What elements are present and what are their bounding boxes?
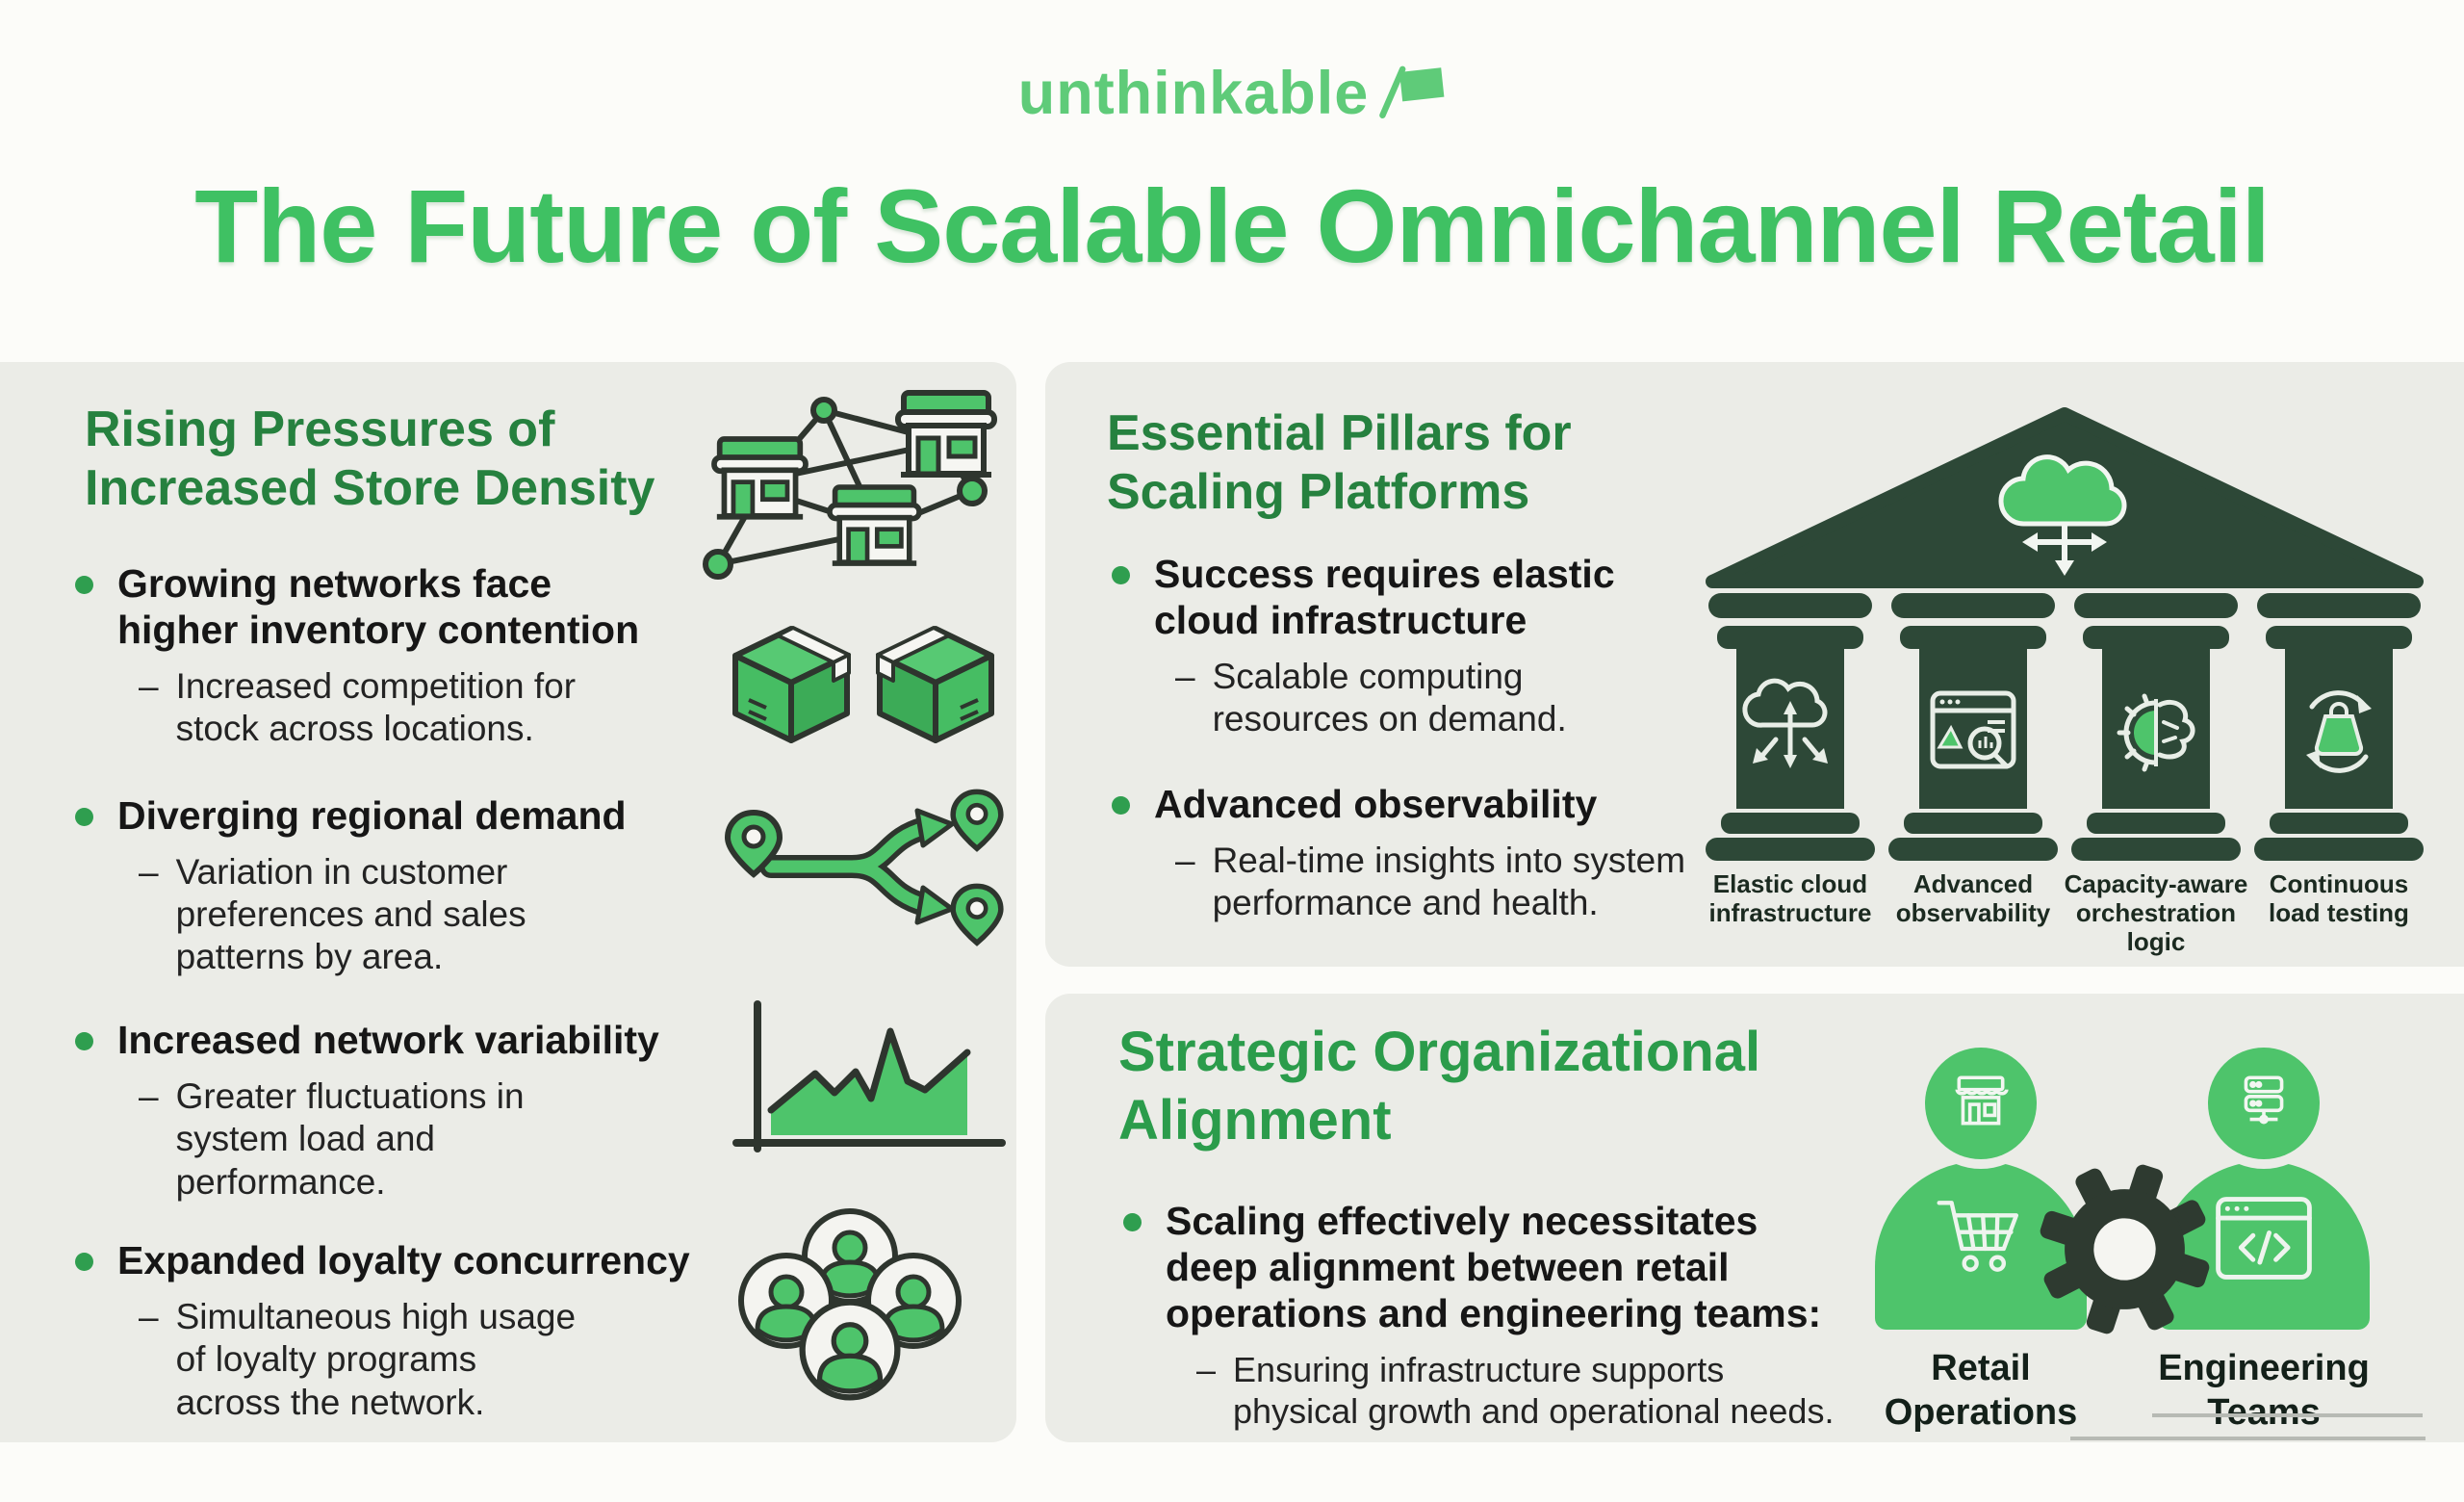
- bullet-dot-icon: [1112, 566, 1130, 584]
- bullet-sub-text: Real-time insights into system performan…: [1212, 840, 1686, 923]
- bullet-item: Increased network variability – Greater …: [73, 1018, 708, 1204]
- bullet-main: Increased network variability: [117, 1017, 659, 1062]
- bullet-sub-text: Variation in customer preferences and sa…: [175, 851, 526, 977]
- bullet-sub-text: Greater fluctuations in system load and …: [175, 1075, 525, 1202]
- bullet-dot-icon: [75, 576, 93, 594]
- bullet-sub: – Increased competition for stock across…: [117, 665, 708, 751]
- shopping-cart-icon: [1931, 1190, 2031, 1330]
- inventory-boxes-icon: [709, 621, 1017, 765]
- divider-line: [2152, 1413, 2423, 1417]
- bullet-main: Growing networks face higher inventory c…: [117, 561, 640, 652]
- bullet-sub-text: Ensuring infrastructure supports physica…: [1233, 1349, 1835, 1432]
- bullet-dot-icon: [1123, 1213, 1142, 1231]
- panel-strategic-alignment: Strategic Organizational Alignment Scali…: [1045, 994, 2464, 1442]
- store-network-icon: [701, 383, 1018, 595]
- gear-brain-icon: [2117, 693, 2195, 772]
- retail-person-body: [1875, 1161, 2087, 1330]
- bullet-dot-icon: [75, 1031, 93, 1050]
- bullet-sub: – Scalable computing resources on demand…: [1154, 656, 1784, 741]
- bullet-main: Scaling effectively necessitates deep al…: [1166, 1199, 1822, 1335]
- loyalty-users-icon: [720, 1205, 980, 1408]
- bottom-right-heading: Strategic Organizational Alignment: [1118, 1021, 1761, 1152]
- temple-pillars-icon: [1699, 404, 2430, 869]
- cloud-distribution-icon: [1998, 454, 2127, 527]
- bullet-sub: – Variation in customer preferences and …: [117, 851, 708, 979]
- bullet-main: Diverging regional demand: [117, 792, 627, 838]
- engineering-person-body: [2158, 1161, 2370, 1330]
- pillar-label: Advanced observability: [1895, 869, 2051, 927]
- load-testing-weight-icon: [2306, 690, 2372, 773]
- top-right-heading: Essential Pillars for Scaling Platforms: [1107, 405, 1572, 521]
- dash-marker: –: [1175, 656, 1195, 696]
- pillar-label: Elastic cloud infrastructure: [1708, 869, 1872, 927]
- bullet-sub: – Real-time insights into system perform…: [1154, 840, 1784, 925]
- dash-marker: –: [1175, 840, 1195, 880]
- gear-icon: [2031, 1155, 2219, 1348]
- pillar-label: Capacity-aware orchestration logic: [2064, 869, 2248, 956]
- bullet-sub-text: Increased competition for stock across l…: [175, 665, 577, 749]
- flag-icon: [1376, 64, 1446, 124]
- bullet-sub-text: Simultaneous high usage of loyalty progr…: [175, 1296, 577, 1422]
- pillar-label: Continuous load testing: [2269, 869, 2409, 927]
- dash-marker: –: [139, 1075, 159, 1116]
- bullet-item: Scaling effectively necessitates deep al…: [1121, 1199, 1853, 1432]
- server-icon: [2232, 1070, 2296, 1138]
- page-title: The Future of Scalable Omnichannel Retai…: [194, 168, 2270, 284]
- bottom-right-bullets: Scaling effectively necessitates deep al…: [1121, 1199, 1853, 1432]
- load-area-chart-icon: [729, 997, 1008, 1170]
- bullet-item: Growing networks face higher inventory c…: [73, 561, 708, 751]
- brand-logo-text: unthinkable: [1017, 60, 1370, 127]
- bullet-item: Advanced observability – Real-time insig…: [1110, 782, 1784, 925]
- figure-label: Retail Operations: [1884, 1348, 2078, 1434]
- dash-marker: –: [139, 665, 159, 706]
- storefront-icon: [1949, 1070, 2013, 1138]
- bullet-main: Success requires elastic cloud infrastru…: [1154, 552, 1615, 642]
- engineering-person-head: [2208, 1048, 2320, 1159]
- divider-line: [2070, 1437, 2426, 1440]
- bullet-item: Diverging regional demand – Variation in…: [73, 793, 708, 979]
- observability-window-icon: [1930, 690, 2016, 769]
- dash-marker: –: [1196, 1349, 1217, 1389]
- bullet-main: Expanded loyalty concurrency: [117, 1238, 690, 1282]
- retail-person-head: [1925, 1048, 2037, 1159]
- bullet-sub: – Greater fluctuations in system load an…: [117, 1075, 708, 1204]
- left-panel-heading: Rising Pressures of Increased Store Dens…: [85, 401, 655, 517]
- bullet-dot-icon: [75, 807, 93, 826]
- figure-label: Engineering Teams: [2158, 1348, 2370, 1434]
- regional-split-arrows-icon: [709, 786, 1017, 978]
- panel-rising-pressures: Rising Pressures of Increased Store Dens…: [0, 362, 1016, 1442]
- bullet-sub-text: Scalable computing resources on demand.: [1212, 656, 1567, 739]
- dash-marker: –: [139, 1296, 159, 1336]
- bullet-main: Advanced observability: [1154, 781, 1598, 826]
- top-right-bullets: Success requires elastic cloud infrastru…: [1110, 552, 1784, 924]
- brand-logo: unthinkable: [0, 64, 2464, 124]
- bullet-sub: – Simultaneous high usage of loyalty pro…: [117, 1296, 708, 1424]
- bullet-sub: – Ensuring infrastructure supports physi…: [1166, 1349, 1853, 1432]
- bullet-item: Success requires elastic cloud infrastru…: [1110, 552, 1784, 741]
- left-panel-bullets: Growing networks face higher inventory c…: [73, 561, 708, 1424]
- dash-marker: –: [139, 851, 159, 892]
- bullet-dot-icon: [1112, 795, 1130, 815]
- code-window-icon: [2210, 1194, 2318, 1330]
- elastic-cloud-icon: [1742, 678, 1828, 762]
- bullet-item: Expanded loyalty concurrency – Simultane…: [73, 1238, 708, 1424]
- panel-essential-pillars: Essential Pillars for Scaling Platforms …: [1045, 362, 2464, 967]
- bullet-dot-icon: [75, 1253, 93, 1271]
